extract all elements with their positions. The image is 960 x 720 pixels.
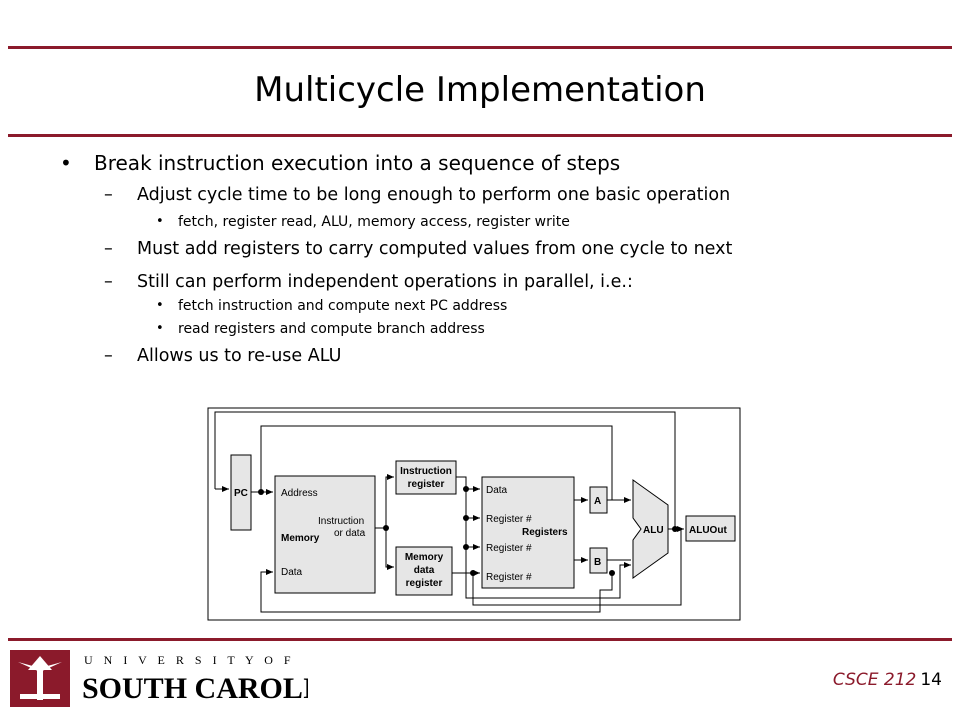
instr-or-data-label-2: or data	[334, 528, 366, 539]
title-rule	[8, 134, 952, 137]
diagram-frame	[207, 407, 741, 621]
page-number: 14	[920, 670, 942, 690]
mdr-label-3: register	[406, 578, 443, 589]
reg-data-label: Data	[486, 485, 508, 496]
logo-top-text: U N I V E R S I T Y O F	[84, 653, 295, 667]
address-label: Address	[281, 488, 318, 499]
bullet-l2a: Adjust cycle time to be long enough to p…	[104, 185, 730, 205]
course-label: CSCE 212	[832, 670, 917, 690]
instruction-register	[395, 460, 457, 495]
b-label: B	[594, 557, 601, 568]
instr-or-data-label-1: Instruction	[318, 516, 364, 527]
ir-label-2: register	[408, 479, 445, 490]
reg-num-label-1: Register #	[486, 514, 532, 525]
alu-label: ALU	[643, 525, 664, 536]
bullet-l2d: Allows us to re-use ALU	[104, 346, 341, 366]
bullet-l2c: Still can perform independent operations…	[104, 272, 633, 292]
memory-unit	[274, 475, 376, 594]
reg-num-label-3: Register #	[486, 572, 532, 583]
a-label: A	[594, 496, 601, 507]
pc-label: PC	[234, 488, 248, 499]
aluout-label: ALUOut	[689, 525, 727, 536]
mdr-label-1: Memory	[405, 552, 444, 563]
ir-label-1: Instruction	[400, 466, 452, 477]
register-file	[481, 476, 575, 589]
footer-rule	[8, 638, 952, 641]
memory-data-in-label: Data	[281, 567, 303, 578]
university-logo: U N I V E R S I T Y O F SOUTH CAROLINA.	[10, 650, 308, 707]
aluout-register	[685, 515, 736, 542]
memory-data-register	[395, 546, 453, 596]
bullet-l3c: read registers and compute branch addres…	[156, 321, 485, 337]
registers-label: Registers	[522, 527, 568, 538]
bullet-l1: Break instruction execution into a seque…	[60, 151, 620, 175]
mdr-label-2: data	[414, 565, 435, 576]
bullet-l2b: Must add registers to carry computed val…	[104, 239, 732, 259]
slide-title: Multicycle Implementation	[254, 70, 706, 110]
top-rule	[8, 46, 952, 49]
reg-num-label-2: Register #	[486, 543, 532, 554]
bullet-l3a: fetch, register read, ALU, memory access…	[156, 214, 570, 230]
bullet-l3b: fetch instruction and compute next PC ad…	[156, 298, 507, 314]
memory-label: Memory	[281, 533, 320, 544]
logo-bottom-text: SOUTH CAROLINA.	[82, 672, 308, 705]
alu-unit	[632, 479, 669, 579]
